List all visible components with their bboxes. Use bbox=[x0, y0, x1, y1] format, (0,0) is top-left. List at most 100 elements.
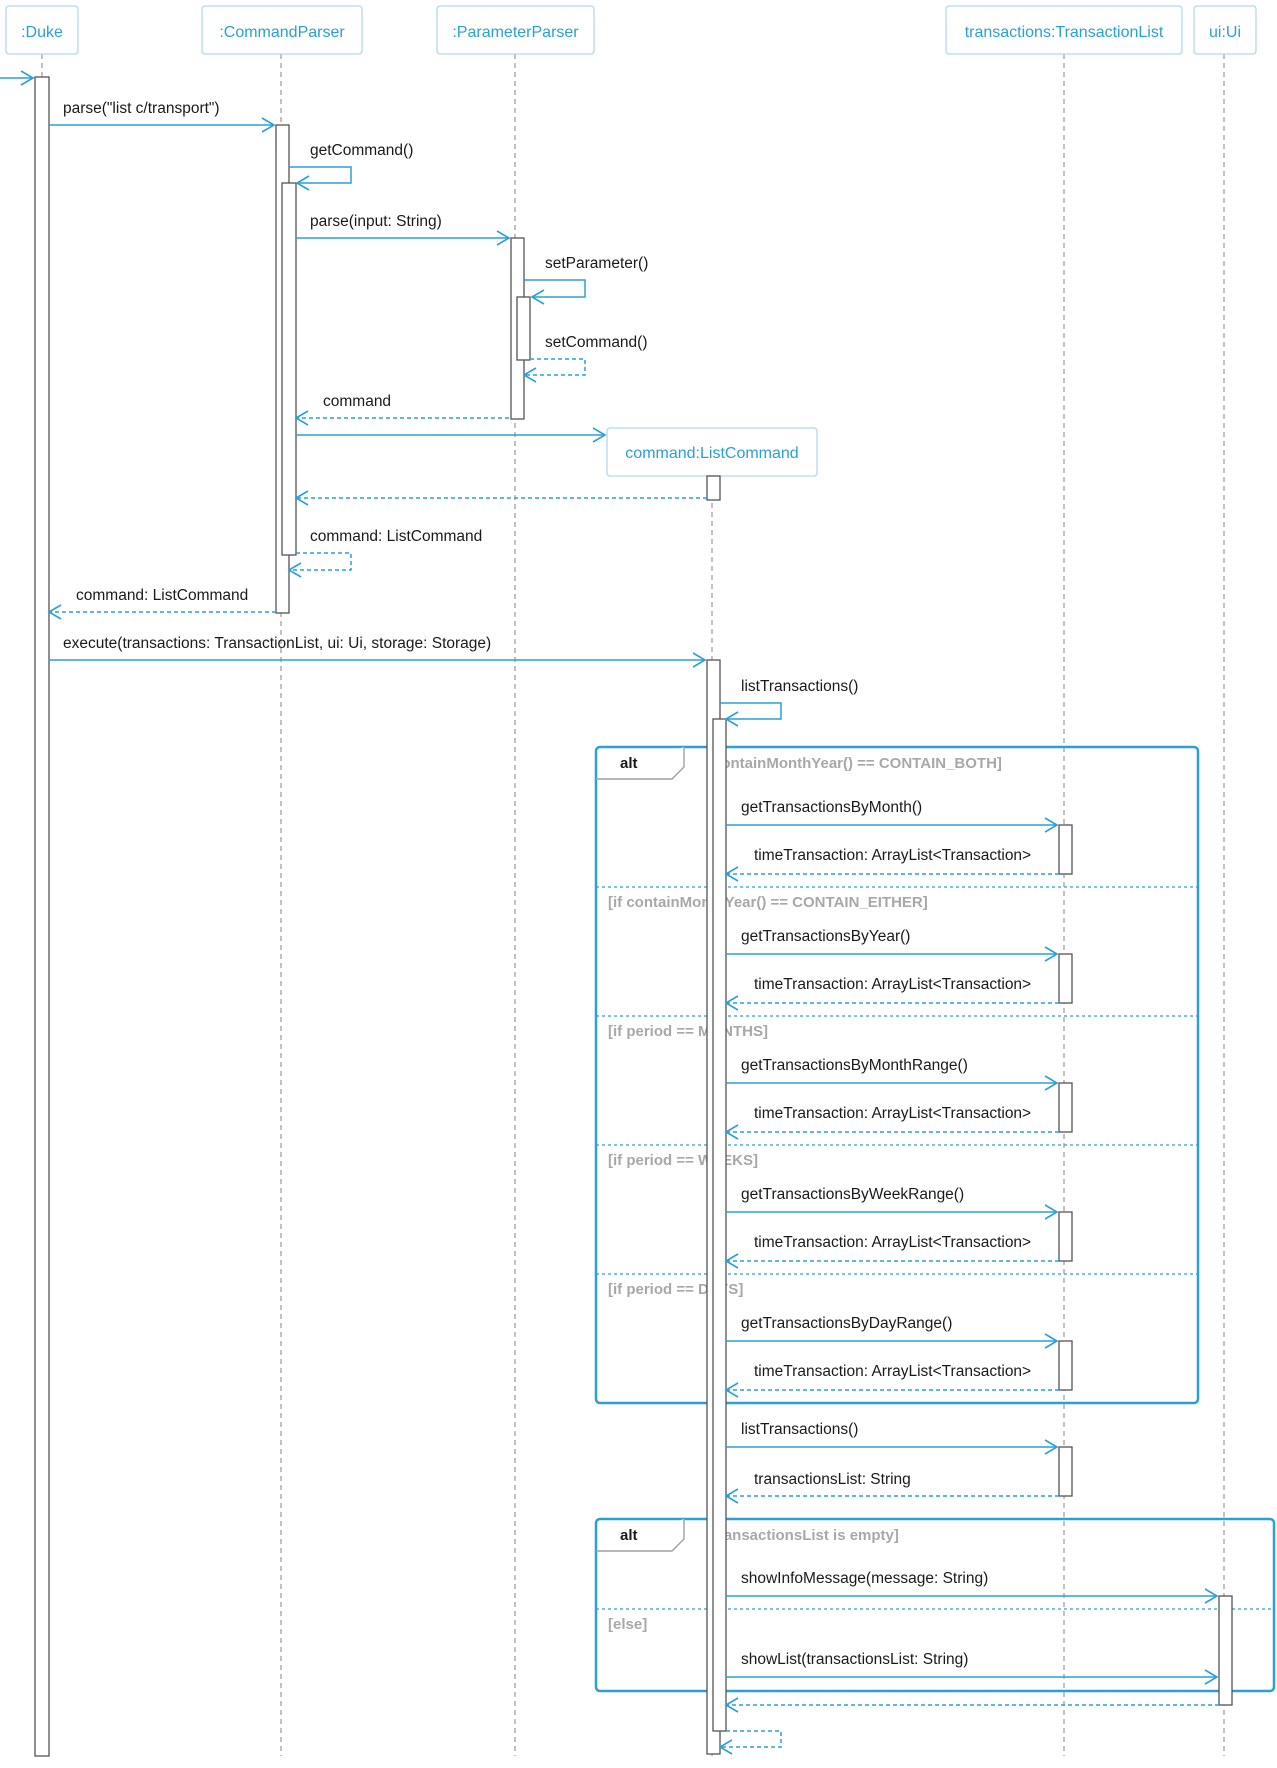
message-m16: timeTransaction: ArrayList<Transaction> bbox=[724, 976, 1059, 1011]
arrow-head bbox=[522, 367, 537, 383]
arrow-head bbox=[47, 604, 62, 620]
arrow-head bbox=[1044, 1333, 1059, 1349]
message-m27 bbox=[724, 1697, 1219, 1713]
participant-ui: ui:Ui bbox=[1193, 5, 1257, 55]
message-label: parse(input: String) bbox=[310, 213, 442, 230]
message-m1: parse("list c/transport") bbox=[49, 100, 276, 133]
arrow-head bbox=[692, 652, 707, 668]
message-m15: getTransactionsByYear() bbox=[726, 928, 1059, 962]
participant-label: :ParameterParser bbox=[452, 24, 579, 41]
message-m17: getTransactionsByMonthRange() bbox=[726, 1057, 1059, 1091]
message-m11: execute(transactions: TransactionList, u… bbox=[49, 635, 707, 668]
guard-condition: [transactionsList is empty] bbox=[708, 1527, 899, 1544]
message-label: showList(transactionsList: String) bbox=[741, 1651, 968, 1668]
message-m6: command bbox=[294, 393, 509, 426]
message-m26: showList(transactionsList: String) bbox=[726, 1651, 1219, 1685]
message-label: getTransactionsByMonth() bbox=[741, 799, 922, 816]
arrow-head bbox=[294, 490, 309, 506]
message-m7 bbox=[296, 427, 607, 443]
message-label: transactionsList: String bbox=[754, 1471, 911, 1488]
participant-label: transactions:TransactionList bbox=[965, 24, 1164, 41]
participant-label: :Duke bbox=[21, 24, 63, 41]
message-line bbox=[720, 1730, 782, 1748]
participant-box bbox=[5, 5, 79, 55]
message-label: timeTransaction: ArrayList<Transaction> bbox=[754, 976, 1031, 993]
message-m22: timeTransaction: ArrayList<Transaction> bbox=[724, 1363, 1059, 1398]
message-m5: setCommand() bbox=[522, 334, 648, 383]
participant-label: ui:Ui bbox=[1209, 24, 1241, 41]
message-label: command bbox=[323, 393, 391, 410]
message-label: listTransactions() bbox=[741, 678, 858, 695]
participant-commandparser: :CommandParser bbox=[201, 5, 363, 55]
alt-frame-1: alt [containMonthYear() == CONTAIN_BOTH] [… bbox=[594, 745, 1200, 1405]
message-m4: setParameter() bbox=[524, 255, 648, 305]
activation-ui bbox=[1218, 1595, 1233, 1706]
message-line bbox=[720, 702, 782, 720]
message-label: getTransactionsByWeekRange() bbox=[741, 1186, 964, 1203]
message-line bbox=[289, 166, 352, 184]
message-label: getTransactionsByYear() bbox=[741, 928, 910, 945]
arrow-head bbox=[592, 427, 607, 443]
message-label: timeTransaction: ArrayList<Transaction> bbox=[754, 1105, 1031, 1122]
frame-border bbox=[594, 1517, 1276, 1693]
message-label: timeTransaction: ArrayList<Transaction> bbox=[754, 847, 1031, 864]
message-m20: timeTransaction: ArrayList<Transaction> bbox=[724, 1234, 1059, 1269]
guard-condition: [containMonthYear() == CONTAIN_BOTH] bbox=[708, 755, 1002, 772]
participant-duke: :Duke bbox=[5, 5, 79, 55]
activation-transactionlist bbox=[1058, 1211, 1073, 1262]
arrow-head bbox=[294, 410, 309, 426]
frame-operator: alt bbox=[620, 755, 638, 772]
message-label: setParameter() bbox=[545, 255, 648, 272]
message-line bbox=[524, 358, 586, 376]
message-m13: getTransactionsByMonth() bbox=[726, 799, 1059, 833]
frame-operator: alt bbox=[620, 1527, 638, 1544]
participant-transactionlist: transactions:TransactionList bbox=[945, 5, 1183, 55]
message-label: parse("list c/transport") bbox=[63, 100, 220, 117]
frame-tab bbox=[596, 747, 685, 780]
message-m9: command: ListCommand bbox=[287, 528, 482, 578]
message-label: listTransactions() bbox=[741, 1421, 858, 1438]
message-m12: listTransactions() bbox=[720, 678, 858, 727]
participant-listcommand: command:ListCommand bbox=[606, 427, 818, 477]
message-label: command: ListCommand bbox=[76, 587, 248, 604]
arrow-head bbox=[724, 1253, 739, 1269]
activation-parameterparser bbox=[516, 296, 531, 361]
arrow-head bbox=[1204, 1669, 1219, 1685]
message-m8 bbox=[294, 490, 707, 506]
message-label: getTransactionsByMonthRange() bbox=[741, 1057, 968, 1074]
arrow-head bbox=[496, 230, 511, 246]
participant-parameterparser: :ParameterParser bbox=[436, 5, 595, 55]
arrow-head bbox=[724, 1382, 739, 1398]
message-label: showInfoMessage(message: String) bbox=[741, 1570, 988, 1587]
arrow-head bbox=[20, 70, 35, 86]
message-label: setCommand() bbox=[545, 334, 648, 351]
arrow-head bbox=[724, 711, 739, 727]
activation-transactionlist bbox=[1058, 824, 1073, 875]
message-line bbox=[289, 552, 352, 571]
arrow-head bbox=[1044, 1439, 1059, 1455]
message-m23: listTransactions() bbox=[726, 1421, 1059, 1455]
arrow-head bbox=[261, 117, 276, 133]
frame-border bbox=[594, 745, 1200, 1405]
participant-label: command:ListCommand bbox=[625, 445, 798, 462]
activation-transactionlist bbox=[1058, 1082, 1073, 1133]
participant-label: :CommandParser bbox=[219, 24, 345, 41]
message-m3: parse(input: String) bbox=[296, 213, 511, 246]
message-m21: getTransactionsByDayRange() bbox=[726, 1315, 1059, 1349]
message-m18: timeTransaction: ArrayList<Transaction> bbox=[724, 1105, 1059, 1140]
arrow-head bbox=[724, 866, 739, 882]
guard-condition: [if period == MONTHS] bbox=[608, 1023, 768, 1040]
arrow-head bbox=[724, 995, 739, 1011]
message-label: command: ListCommand bbox=[310, 528, 482, 545]
arrow-head bbox=[1044, 817, 1059, 833]
message-m25: showInfoMessage(message: String) bbox=[726, 1570, 1219, 1604]
message-m2: getCommand() bbox=[289, 142, 413, 191]
message-label: getCommand() bbox=[310, 142, 413, 159]
message-m10: command: ListCommand bbox=[47, 587, 276, 620]
activation-commandparser bbox=[281, 182, 297, 556]
found-message bbox=[0, 70, 35, 86]
message-m24: transactionsList: String bbox=[724, 1471, 1059, 1504]
frame-tab bbox=[596, 1519, 685, 1552]
arrow-head bbox=[530, 289, 545, 305]
